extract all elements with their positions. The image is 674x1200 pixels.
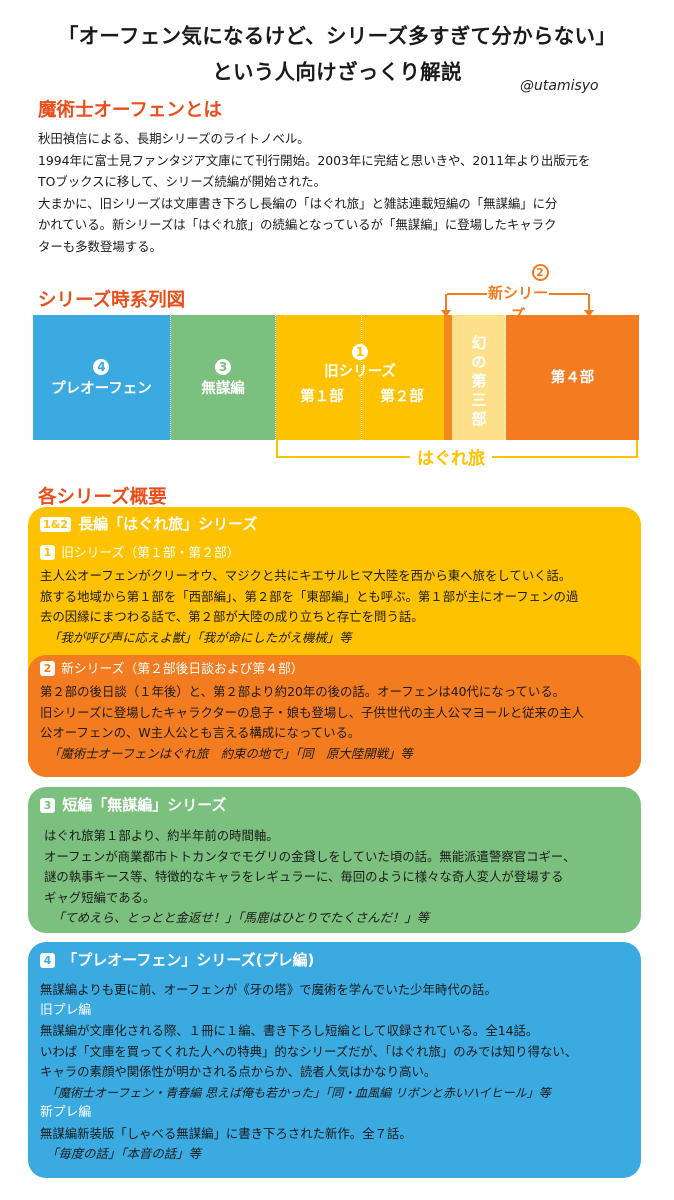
body-line: 公オーフェンの、W主人公とも言える構成になっている。 xyxy=(40,725,361,740)
card-title-text: 短編「無謀編」シリーズ xyxy=(62,796,227,814)
new-series-subheading: 2 新シリーズ（第２部後日談および第４部） xyxy=(40,660,304,681)
examples: 「魔術士オーフェン・青春編 思えば俺も若かった」「同・血風編 リボンと赤いハイヒ… xyxy=(46,1085,551,1100)
segment-label: 無謀編 xyxy=(201,380,245,397)
examples: 「魔術士オーフェンはぐれ旅 約束の地で」「同 原大陸開戦」等 xyxy=(48,745,413,761)
new-pre-subheading: 新プレ編 xyxy=(40,1105,92,1120)
about-line: 1994年に富士見ファンタジア文庫にて刊行開始。2003年に完結と思いきや、20… xyxy=(38,152,591,168)
title-line-2: という人向けざっくり解説 xyxy=(212,60,462,84)
old-part2-label: 第２部 xyxy=(380,389,424,405)
body-line: 去の因縁にまつわる話で、第２部が大陸の成り立ちと存亡を問う話。 xyxy=(40,609,424,624)
mubo-card-title: 3 短編「無謀編」シリーズ xyxy=(40,795,227,816)
subheading-text: 旧シリーズ（第１部・第２部） xyxy=(61,546,240,561)
mubo-card xyxy=(28,787,641,933)
segment-label: 第４部 xyxy=(550,369,595,386)
number-4-icon: 4 xyxy=(93,358,110,375)
vertical-char: 幻 xyxy=(471,334,487,352)
body-line: 旅する地域から第１部を「西部編」、第２部を「東部編」とも呼ぶ。第１部が主にオーフ… xyxy=(40,588,579,604)
old-series-body: 主人公オーフェンがクリーオウ、マジクと共にキエサルヒマ大陸を西から東へ旅をしてい… xyxy=(40,566,578,648)
new-series-number: 2 xyxy=(440,262,640,283)
pre-orphen-card-title: 4 「プレオーフェン」シリーズ(プレ編) xyxy=(40,950,314,971)
dotted-divider xyxy=(361,315,362,440)
dotted-divider xyxy=(505,315,506,440)
number-1-2-icon: 1&2 xyxy=(40,517,71,532)
body-line: キャラの素顔や関係性が明かされる点からか、読者人気はかなり高い。 xyxy=(40,1064,437,1079)
about-text: 秋田禎信による、長期シリーズのライトノベル。 1994年に富士見ファンタジア文庫… xyxy=(38,128,658,258)
number-2-icon: 2 xyxy=(531,264,549,281)
old-part1-label: 第１部 xyxy=(300,389,344,405)
segment-label: 旧シリーズ xyxy=(324,364,396,380)
body-line: ギャグ短編である。 xyxy=(44,889,156,905)
timeline-divider xyxy=(444,315,452,440)
timeline-segment-mubo: 3 無謀編 xyxy=(170,315,276,440)
about-line: TOブックスに移して、シリーズ続編が開始された。 xyxy=(38,174,326,190)
number-1-icon: 1 xyxy=(40,545,55,560)
old-series-subheading: 1 旧シリーズ（第１部・第２部） xyxy=(40,544,240,565)
segment-label: プレオーフェン xyxy=(51,380,152,397)
examples: 「てめえら、とっとと金返せ！」「馬鹿はひとりでたくさんだ！」等 xyxy=(52,910,430,925)
timeline-segment-part4: 第４部 xyxy=(506,315,639,440)
body-line: 第２部の後日談（１年後）と、第２部より約20年の後の話。オーフェンは40代になっ… xyxy=(40,684,566,699)
pre-orphen-body: 無謀編よりも更に前、オーフェンが《牙の塔》で魔術を学んでいた少年時代の話。 旧プ… xyxy=(40,980,577,1165)
about-heading: 魔術士オーフェンとは xyxy=(38,100,222,121)
old-series-heading: 1 旧シリーズ xyxy=(276,342,444,382)
vertical-char: の xyxy=(471,353,487,371)
vertical-char: 部 xyxy=(471,410,487,428)
new-series-body: 第２部の後日談（１年後）と、第２部より約20年の後の話。オーフェンは40代になっ… xyxy=(40,682,584,764)
number-1-icon: 1 xyxy=(352,344,368,360)
old-pre-subheading: 旧プレ編 xyxy=(40,1002,92,1018)
overview-heading: 各シリーズ概要 xyxy=(38,487,167,508)
about-line: 秋田禎信による、長期シリーズのライトノベル。 xyxy=(38,131,310,146)
timeline-heading: シリーズ時系列図 xyxy=(38,290,186,311)
subheading-text: 新シリーズ（第２部後日談および第４部） xyxy=(61,662,304,677)
card-title-text: 長編「はぐれ旅」シリーズ xyxy=(78,515,258,533)
mubo-body: はぐれ旅第１部より、約半年前の時間軸。 オーフェンが商業都市トトカンタでモグリの… xyxy=(44,826,576,929)
dotted-divider xyxy=(170,315,171,440)
body-line: いわば「文庫を買ってくれた人への特典」的なシリーズだが、「はぐれ旅」のみでは知り… xyxy=(40,1043,578,1059)
about-line: かれている。新シリーズは「はぐれ旅」の続編となっているが「無謀編」に登場したキャ… xyxy=(38,217,557,233)
hagure-card-title: 1&2 長編「はぐれ旅」シリーズ xyxy=(40,514,257,535)
dotted-divider xyxy=(275,315,276,440)
body-line: 無謀編よりも更に前、オーフェンが《牙の塔》で魔術を学んでいた少年時代の話。 xyxy=(40,982,497,997)
body-line: 謎の執事キース等、特徴的なキャラをレギュラーに、毎回のように様々な奇人変人が登場… xyxy=(44,869,564,884)
card-title-text: 「プレオーフェン」シリーズ(プレ編) xyxy=(62,951,315,969)
number-3-icon: 3 xyxy=(40,798,55,813)
body-line: はぐれ旅第１部より、約半年前の時間軸。 xyxy=(44,828,279,843)
new-series-label: 新シリーズ xyxy=(487,282,549,324)
timeline-segment-phantom-part3 xyxy=(452,315,506,440)
new-series-card xyxy=(28,655,641,777)
number-2-icon: 2 xyxy=(40,661,55,676)
title-line-1: 「オーフェン気になるけど、シリーズ多すぎて分からない」 xyxy=(57,24,617,48)
number-4-icon: 4 xyxy=(40,953,55,968)
examples: 「毎度の話」「本音の話」等 xyxy=(46,1146,201,1161)
vertical-char: 第 xyxy=(471,372,487,390)
examples: 「我が呼び声に応えよ獣」「我が命にしたがえ機械」等 xyxy=(48,629,352,645)
body-line: 無謀編新装版「しゃべる無謀編」に書き下ろされた新作。全７話。 xyxy=(40,1125,412,1141)
about-line: 大まかに、旧シリーズは文庫書き下ろし長編の「はぐれ旅」と雑誌連載短編の「無謀編」… xyxy=(38,195,558,211)
timeline-segment-old-series xyxy=(276,315,444,440)
body-line: 主人公オーフェンがクリーオウ、マジクと共にキエサルヒマ大陸を西から東へ旅をしてい… xyxy=(40,568,572,583)
timeline-segment-pre-orphen: 4 プレオーフェン xyxy=(33,315,170,440)
number-3-icon: 3 xyxy=(215,358,231,375)
author-handle: @utamisyo xyxy=(520,78,599,94)
pre-orphen-card xyxy=(28,942,641,1178)
vertical-char: 三 xyxy=(471,391,487,409)
phantom-part3-label: 幻 の 第 三 部 xyxy=(452,334,506,429)
body-line: オーフェンが商業都市トトカンタでモグリの金貸しをしていた頃の話。無能派遣警察官コ… xyxy=(44,848,576,864)
body-line: 無謀編が文庫化される際、１冊に１編、書き下ろし短編として収録されている。全14話… xyxy=(40,1023,539,1038)
body-line: 旧シリーズに登場したキャラクターの息子・娘も登場し、子供世代の主人公マヨールと従… xyxy=(40,704,585,720)
page-title: 「オーフェン気になるけど、シリーズ多すぎて分からない」 という人向けざっくり解説 xyxy=(0,18,674,90)
about-line: ターも多数登場する。 xyxy=(38,238,162,254)
hagure-label: はぐれ旅 xyxy=(410,447,492,471)
